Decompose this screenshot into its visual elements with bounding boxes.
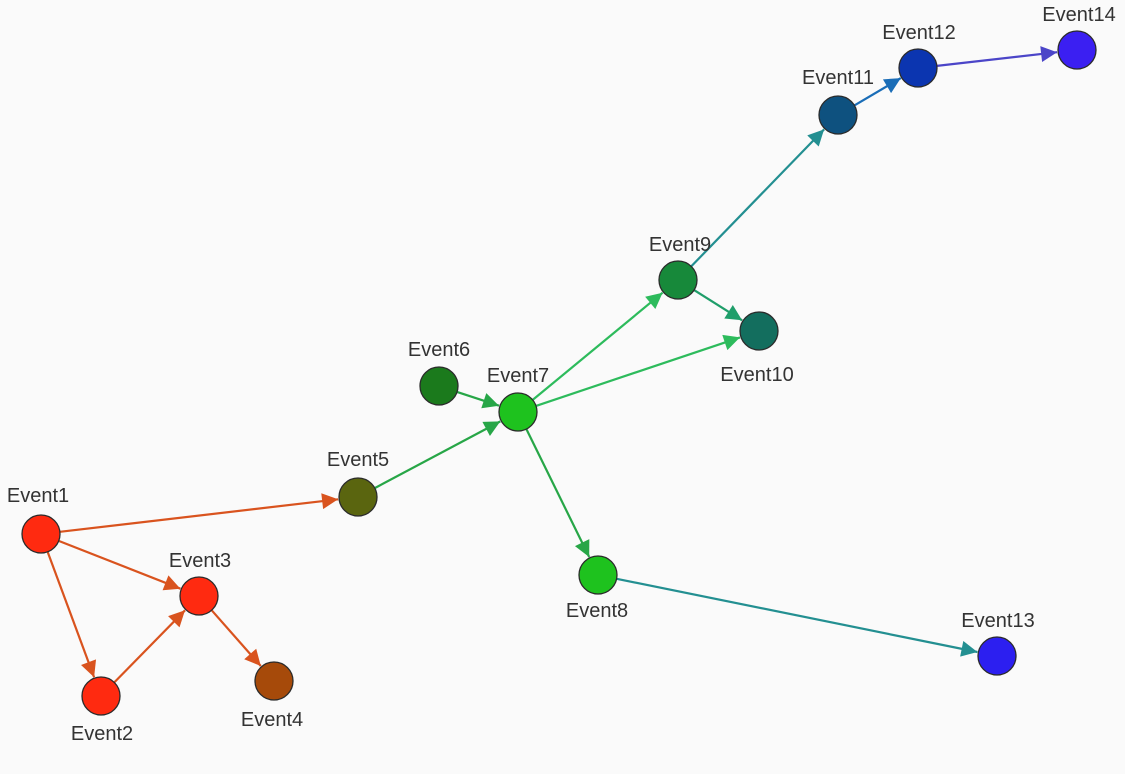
edge-e9-e10 xyxy=(693,289,743,322)
node-label-e10: Event10 xyxy=(720,364,793,386)
edge-e1-e3 xyxy=(58,539,181,591)
edge-e6-e7 xyxy=(456,390,500,409)
node-e10[interactable] xyxy=(739,311,779,351)
node-e12[interactable] xyxy=(898,48,938,88)
node-e5[interactable] xyxy=(338,477,378,517)
labels-layer: Event1Event2Event3Event4Event5Event6Even… xyxy=(7,4,1116,745)
node-e2[interactable] xyxy=(81,676,121,716)
node-e13[interactable] xyxy=(977,636,1017,676)
edge-e5-e7 xyxy=(374,420,501,490)
node-label-e2: Event2 xyxy=(71,723,133,745)
edge-e1-e2 xyxy=(46,551,97,678)
node-label-e1: Event1 xyxy=(7,485,69,507)
node-e4[interactable] xyxy=(254,661,294,701)
node-label-e12: Event12 xyxy=(882,22,955,44)
node-e1[interactable] xyxy=(21,514,61,554)
node-e3[interactable] xyxy=(179,576,219,616)
edge-e8-e13 xyxy=(616,577,978,657)
edge-e3-e4 xyxy=(210,609,262,667)
node-label-e14: Event14 xyxy=(1042,4,1115,26)
edge-e9-e11 xyxy=(690,128,825,268)
node-label-e5: Event5 xyxy=(327,449,389,471)
node-label-e11: Event11 xyxy=(802,67,874,89)
edge-e11-e12 xyxy=(853,77,902,107)
node-label-e6: Event6 xyxy=(408,339,470,361)
node-e14[interactable] xyxy=(1057,30,1097,70)
node-label-e9: Event9 xyxy=(649,234,711,256)
edge-e7-e10 xyxy=(535,334,741,407)
edges-layer xyxy=(46,46,1058,684)
node-label-e4: Event4 xyxy=(241,709,303,731)
node-e11[interactable] xyxy=(818,95,858,135)
node-label-e8: Event8 xyxy=(566,600,628,622)
edge-e1-e5 xyxy=(59,493,339,533)
node-label-e7: Event7 xyxy=(487,365,549,387)
edge-e7-e8 xyxy=(525,428,591,558)
node-label-e13: Event13 xyxy=(961,610,1034,632)
node-e9[interactable] xyxy=(658,260,698,300)
edge-e7-e9 xyxy=(531,291,664,401)
edge-e12-e14 xyxy=(936,46,1058,67)
node-label-e3: Event3 xyxy=(169,550,231,572)
node-e6[interactable] xyxy=(419,366,459,406)
node-e7[interactable] xyxy=(498,392,538,432)
node-e8[interactable] xyxy=(578,555,618,595)
nodes-layer xyxy=(21,30,1097,716)
edge-e2-e3 xyxy=(113,609,186,684)
